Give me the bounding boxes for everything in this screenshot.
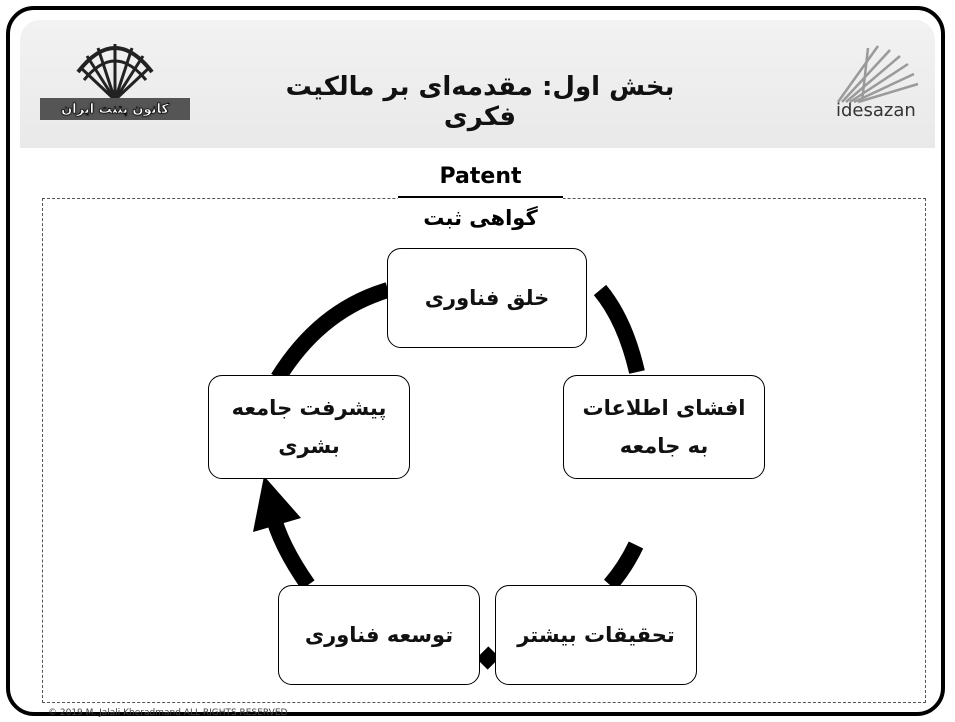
slide-title: بخش اول: مقدمه‌ای بر مالکیت فکری xyxy=(285,72,675,132)
idesazan-logo: idesazan xyxy=(818,40,928,125)
node-disclosure: افشای اطلاعات به جامعه xyxy=(563,375,765,479)
node-development-label: توسعه فناوری xyxy=(304,623,454,647)
shell-emblem-icon xyxy=(40,44,190,120)
kanoon-patent-logo: کانون پتنت ایران xyxy=(40,32,190,132)
node-creation-label: خلق فناوری xyxy=(424,286,550,310)
arc-creation-to-disclosure xyxy=(593,284,645,374)
kanoon-logo-text: کانون پتنت ایران xyxy=(61,102,169,118)
arc-research-to-development xyxy=(476,646,500,670)
node-progress-label: پیشرفت جامعه بشری xyxy=(231,396,387,458)
arc-disclosure-to-research xyxy=(603,541,644,591)
arrowhead-up xyxy=(253,476,301,532)
node-disclosure-label: افشای اطلاعات به جامعه xyxy=(582,396,746,458)
arc-progress-to-creation xyxy=(271,282,391,383)
diagram-heading: Patent xyxy=(439,164,522,189)
header-band xyxy=(20,20,935,148)
copyright-footer: © 2019 M. Jalali Kheradmand ALL RIGHTS R… xyxy=(48,708,288,718)
idesazan-logo-text: idesazan xyxy=(836,100,916,121)
diagram-subheading: گواهی ثبت اختراع xyxy=(398,196,563,270)
node-research: تحقیقات بیشتر xyxy=(495,585,697,685)
node-progress: پیشرفت جامعه بشری xyxy=(208,375,410,479)
node-development: توسعه فناوری xyxy=(278,585,480,685)
node-research-label: تحقیقات بیشتر xyxy=(517,623,675,647)
sunburst-lines-icon xyxy=(836,45,919,104)
node-creation: خلق فناوری xyxy=(387,248,587,348)
